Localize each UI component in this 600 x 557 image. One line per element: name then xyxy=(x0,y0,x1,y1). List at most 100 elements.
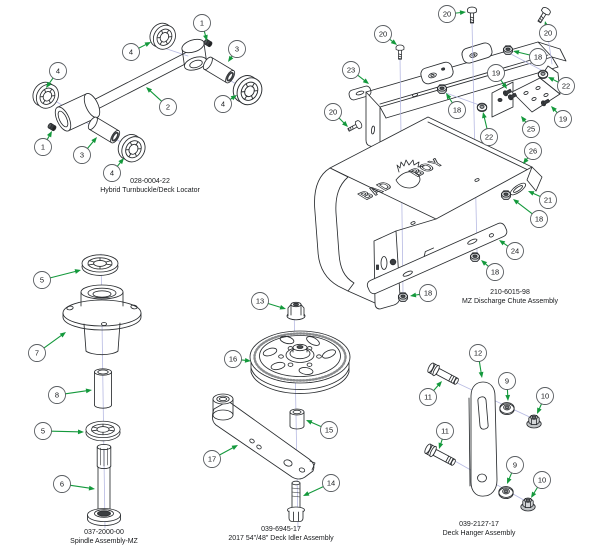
callout-number: 18 xyxy=(424,289,432,298)
callout-11: 11 xyxy=(436,422,454,449)
idler-bolt xyxy=(287,480,305,522)
screw xyxy=(395,44,405,60)
callout-number: 6 xyxy=(60,480,64,489)
turnbuckle-tube xyxy=(82,52,191,115)
chute-panel: BAD BOY xyxy=(314,116,543,310)
callout-20: 20 xyxy=(539,21,557,42)
callout-number: 3 xyxy=(80,151,84,160)
bushing xyxy=(200,54,238,86)
callout-number: 20 xyxy=(329,108,337,117)
spindle-spacer xyxy=(94,368,112,409)
callout-22: 22 xyxy=(480,112,498,146)
callout-4: 4 xyxy=(214,95,237,113)
callout-5: 5 xyxy=(33,269,81,289)
assembly-label-hybrid-turnbuckle: 028-0004-22 Hybrid Turnbuckle/Deck Locat… xyxy=(100,178,200,195)
chute-side-bracket xyxy=(491,65,561,118)
callout-number: 8 xyxy=(55,391,59,400)
callout-20: 20 xyxy=(438,5,466,23)
callout-number: 24 xyxy=(511,247,519,256)
screw xyxy=(535,5,552,25)
callout-number: 9 xyxy=(513,461,517,470)
assembly-label-spindle-mz: 037-2000-00 Spindle Assembly-MZ xyxy=(70,529,138,546)
callout-8: 8 xyxy=(48,386,92,404)
flange-nut xyxy=(502,45,514,55)
callout-14: 14 xyxy=(303,474,340,496)
callout-number: 7 xyxy=(35,349,39,358)
assembly-label-deck-idler: 039-6945-17 2017 54"/48" Deck Idler Asse… xyxy=(228,526,333,543)
callout-20: 20 xyxy=(374,25,397,45)
callout-number: 10 xyxy=(538,476,546,485)
idler-arm xyxy=(211,393,316,480)
callout-number: 12 xyxy=(474,349,482,358)
callout-number: 17 xyxy=(208,455,216,464)
callout-number: 11 xyxy=(441,427,449,436)
callout-number: 10 xyxy=(541,392,549,401)
callout-number: 4 xyxy=(129,48,133,57)
spindle-bearing xyxy=(85,420,121,442)
callout-6: 6 xyxy=(53,475,95,493)
discharge-chute-assembly-drawing: BAD BOY xyxy=(314,5,567,310)
assembly-title: Deck Hanger Assembly xyxy=(442,529,516,537)
callout-22: 22 xyxy=(548,77,575,95)
washer xyxy=(537,69,549,80)
callout-23: 23 xyxy=(342,61,369,84)
callout-number: 4 xyxy=(221,100,225,109)
callout-9: 9 xyxy=(506,456,524,484)
callout-3: 3 xyxy=(73,137,97,164)
callout-1: 1 xyxy=(34,131,52,156)
callout-18: 18 xyxy=(446,93,466,119)
callout-25: 25 xyxy=(521,116,540,138)
callout-4: 4 xyxy=(122,42,151,61)
part-number: 039-2127-17 xyxy=(459,521,499,528)
callout-15: 15 xyxy=(306,420,338,439)
needle-bearing xyxy=(145,18,181,54)
callout-number: 3 xyxy=(235,45,239,54)
cone-washer xyxy=(498,486,514,500)
callout-18: 18 xyxy=(481,260,504,281)
flange-nut xyxy=(469,252,481,262)
callout-number: 18 xyxy=(453,106,461,115)
callout-number: 19 xyxy=(559,115,567,124)
callout-5: 5 xyxy=(34,422,84,440)
screw xyxy=(467,6,477,24)
flange-nut xyxy=(500,190,512,200)
callout-number: 20 xyxy=(544,29,552,38)
part-number: 039-6945-17 xyxy=(261,526,301,533)
chute-top-bracket xyxy=(348,41,567,148)
idler-assembly-drawing xyxy=(211,301,351,529)
hanger-bolt xyxy=(425,361,461,388)
callout-number: 19 xyxy=(492,69,500,78)
callout-number: 21 xyxy=(544,196,552,205)
assembly-label-deck-hanger: 039-2127-17 Deck Hanger Assembly xyxy=(443,521,516,538)
turnbuckle-centerlines xyxy=(51,43,246,147)
callout-18: 18 xyxy=(513,48,547,66)
idler-pulley xyxy=(249,330,351,394)
assembly-title: MZ Discharge Chute Assembly xyxy=(461,297,559,305)
hanger-plate xyxy=(468,381,498,497)
callout-number: 18 xyxy=(534,53,542,62)
callout-number: 11 xyxy=(424,393,432,402)
callout-12: 12 xyxy=(469,344,487,378)
callout-26: 26 xyxy=(523,142,542,164)
callout-number: 22 xyxy=(562,82,570,91)
callout-21: 21 xyxy=(528,191,557,209)
part-number: 037-2000-00 xyxy=(84,529,124,536)
callout-number: 1 xyxy=(41,143,45,152)
flange-nut xyxy=(436,84,448,94)
callout-number: 14 xyxy=(327,479,335,488)
callout-number: 5 xyxy=(41,427,45,436)
callout-number: 2 xyxy=(166,103,170,112)
callout-18: 18 xyxy=(513,199,548,228)
callout-number: 16 xyxy=(229,355,237,364)
set-screw xyxy=(46,122,58,132)
chute-clip xyxy=(509,182,527,196)
callout-number: 26 xyxy=(529,147,537,156)
callout-11: 11 xyxy=(419,381,442,406)
spindle-assembly-drawing xyxy=(62,253,142,529)
callout-number: 4 xyxy=(56,67,60,76)
callout-number: 5 xyxy=(40,276,44,285)
spindle-bearing xyxy=(81,254,119,276)
